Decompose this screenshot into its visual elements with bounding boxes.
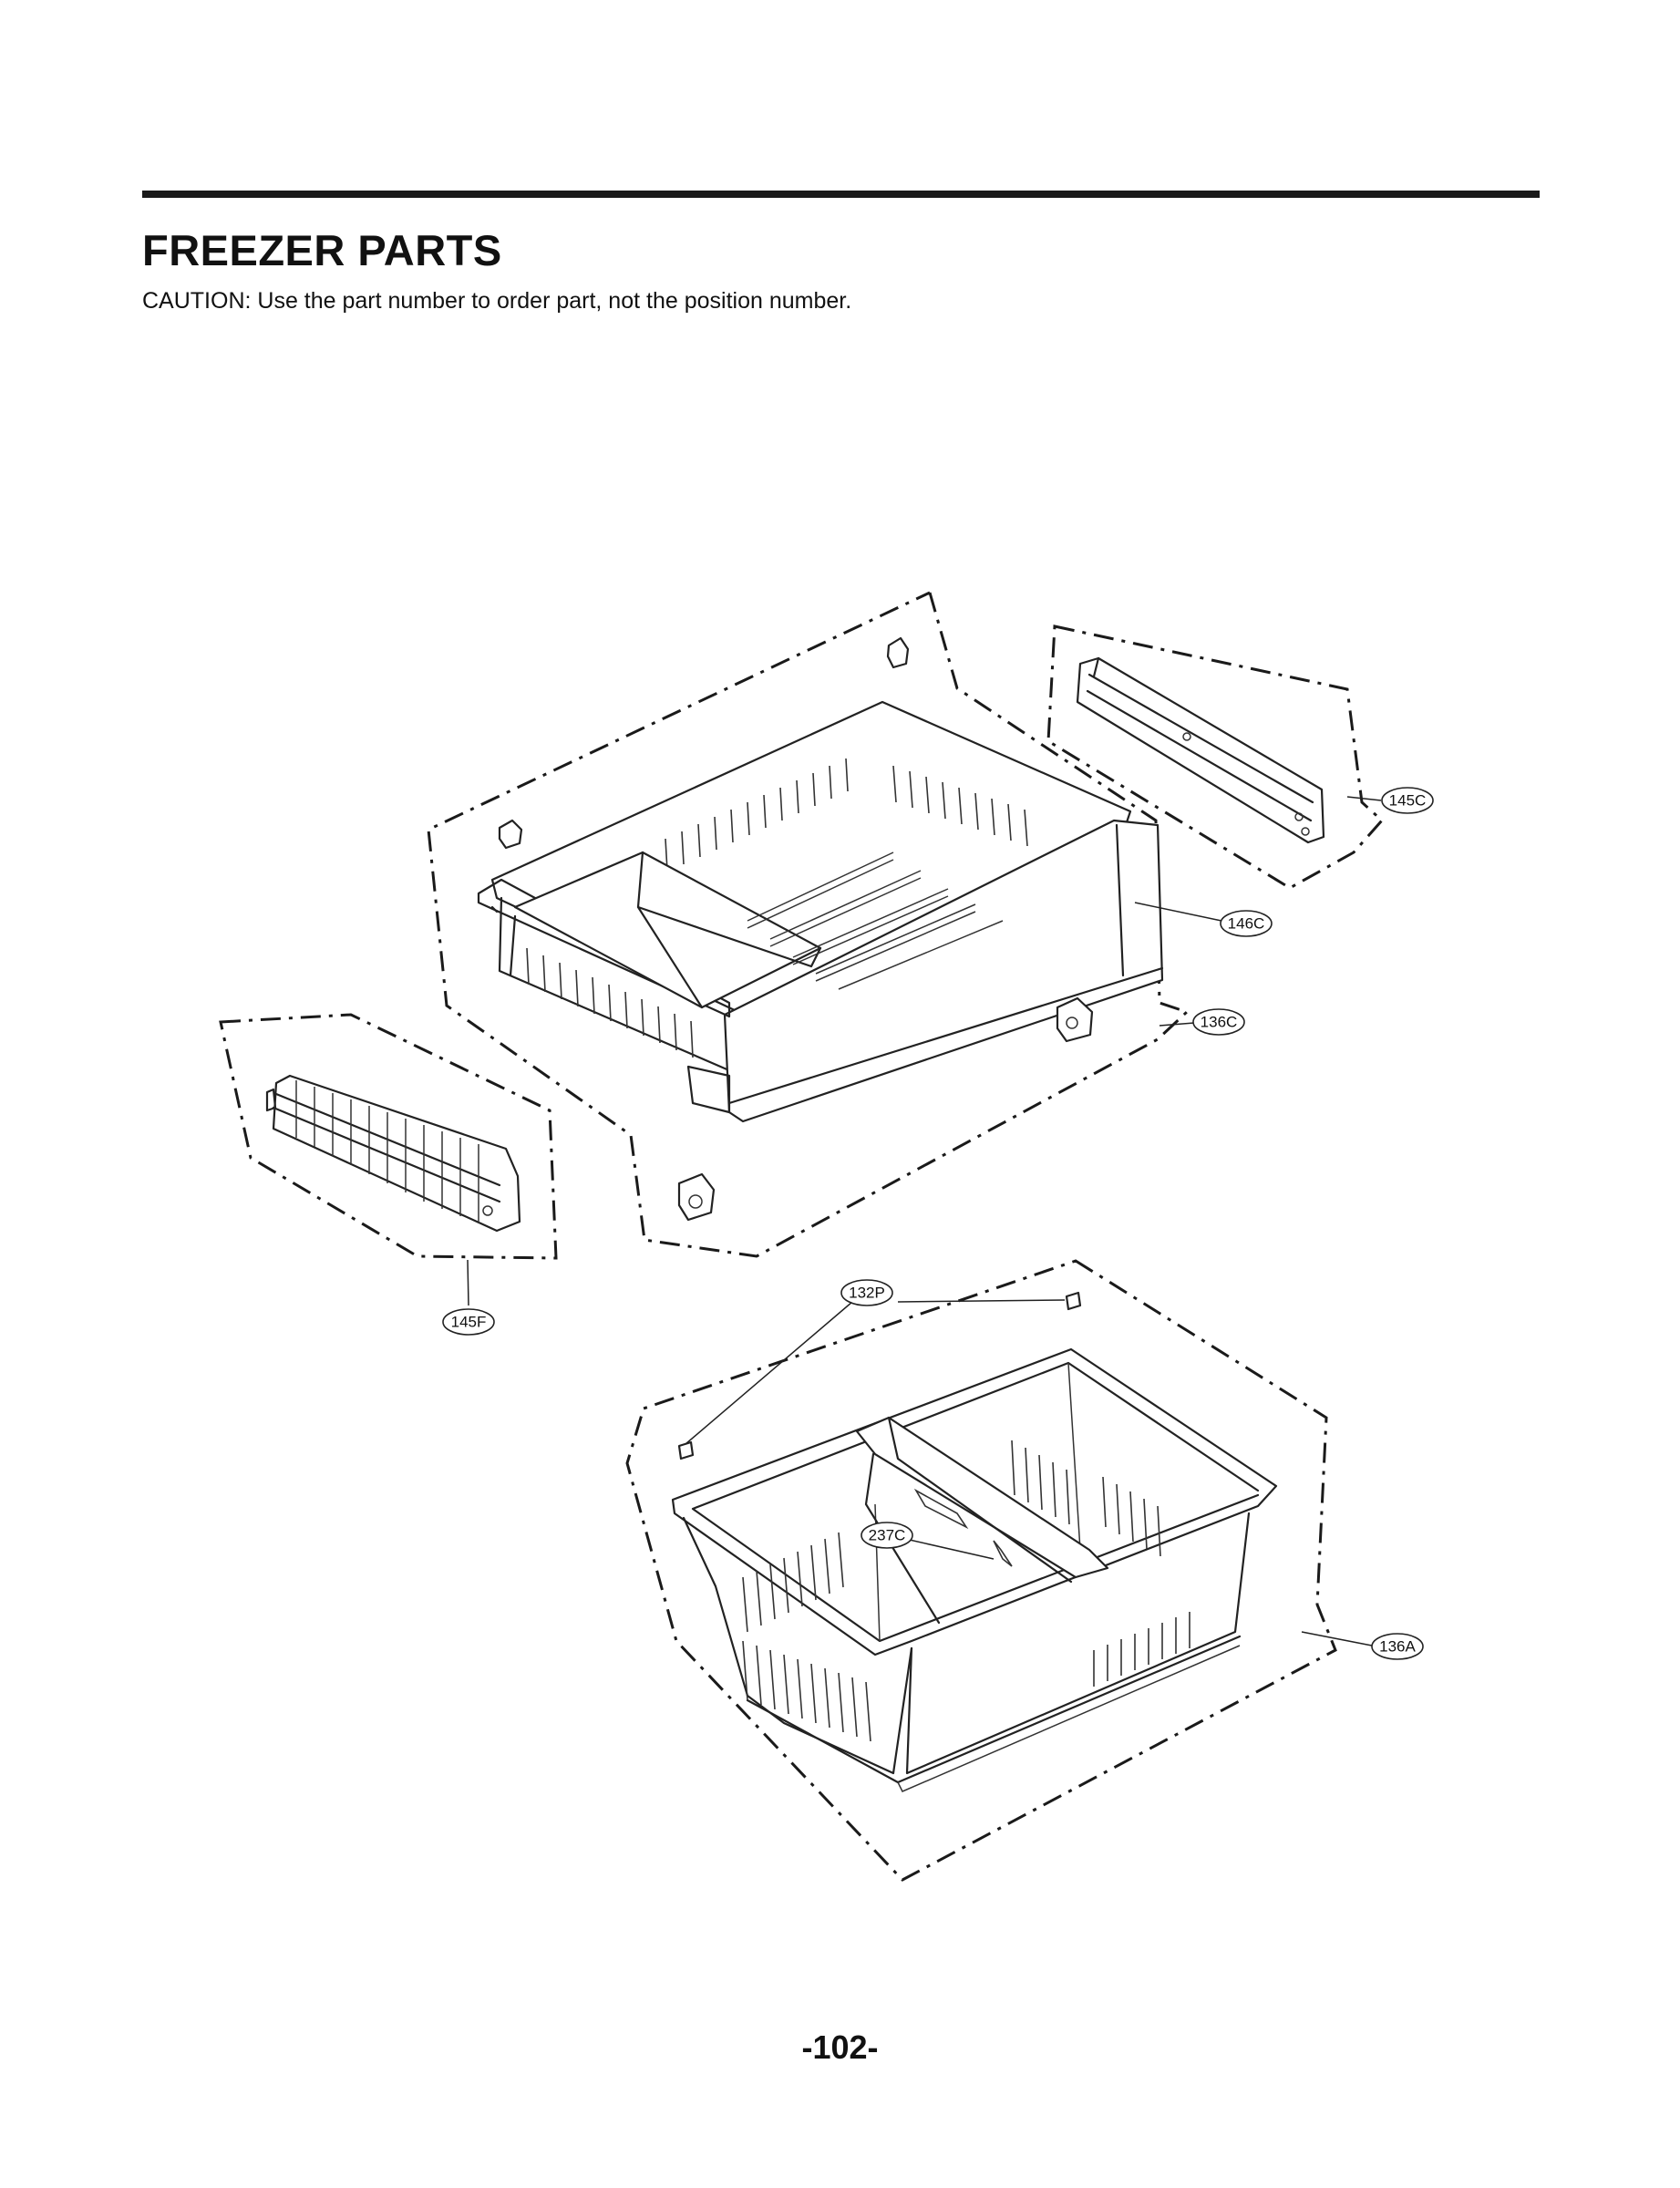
callout-132P-label: 132P (849, 1285, 885, 1302)
callout-132P: 132P (840, 1279, 893, 1306)
callout-136A: 136A (1371, 1633, 1424, 1660)
slide-rail (1076, 656, 1325, 844)
upper-drawer (477, 700, 1164, 1123)
callout-237C-label: 237C (869, 1527, 906, 1544)
clip-front-left (677, 1172, 716, 1222)
clip-rear-left (498, 819, 523, 850)
pad-132p-right (1065, 1291, 1082, 1311)
callout-136C: 136C (1192, 1008, 1245, 1036)
front-cover-grille (265, 1074, 521, 1233)
callout-146C-label: 146C (1228, 915, 1265, 933)
group-outline-rail (1046, 624, 1385, 890)
caution-note: CAUTION: Use the part number to order pa… (142, 288, 852, 314)
page-number: -102- (801, 2028, 879, 2066)
leader-lines (467, 796, 1382, 1647)
group-outline-front-cover (219, 1013, 558, 1260)
clip-rear-right (886, 636, 910, 669)
callout-145C: 145C (1381, 787, 1434, 814)
top-rule (142, 191, 1540, 198)
pad-132p-left (677, 1440, 695, 1460)
callout-237C: 237C (861, 1522, 913, 1549)
callout-146C: 146C (1220, 910, 1273, 937)
lower-basket (671, 1347, 1278, 1792)
callout-145F-label: 145F (451, 1314, 487, 1331)
callout-145F: 145F (442, 1308, 495, 1336)
group-outline-upper-drawer (427, 591, 1190, 1258)
group-outline-lower-basket (625, 1259, 1337, 1882)
clip-front-right (1056, 996, 1094, 1043)
callout-136C-label: 136C (1201, 1014, 1238, 1031)
callout-145C-label: 145C (1389, 792, 1427, 810)
callout-136A-label: 136A (1379, 1638, 1416, 1656)
page-title: FREEZER PARTS (142, 226, 502, 274)
